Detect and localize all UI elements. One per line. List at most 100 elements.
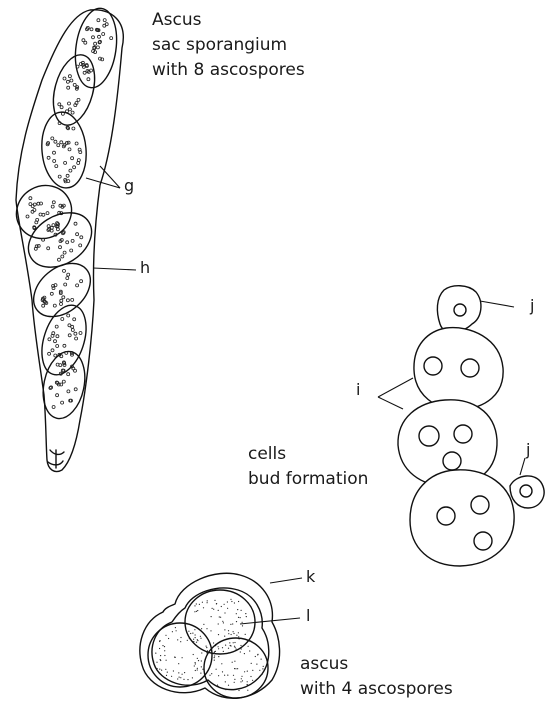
stipple-dot <box>195 637 196 638</box>
stipple-dot <box>180 637 181 638</box>
stipple-dot <box>227 675 228 676</box>
stipple-dot <box>245 613 246 614</box>
stipple-dot <box>168 638 169 639</box>
stipple-dot <box>56 335 59 338</box>
stipple-dot <box>83 71 86 74</box>
stipple-dot <box>53 151 56 154</box>
stipple-dot <box>29 203 32 206</box>
stipple-dot <box>76 233 79 236</box>
stipple-dot <box>71 111 74 114</box>
stipple-dot <box>238 601 239 602</box>
stipple-dot <box>68 108 71 111</box>
stipple-dot <box>77 159 80 162</box>
leader-j-top <box>480 301 514 307</box>
stipple-dot <box>194 665 195 666</box>
ascospore <box>71 6 122 91</box>
stipple-dot <box>167 672 168 673</box>
stipple-dot <box>184 672 185 673</box>
stipple-dot <box>177 639 178 640</box>
stipple-dot <box>174 657 175 658</box>
stipple-dot <box>210 630 211 631</box>
stipple-dot <box>195 634 196 635</box>
stipple-dot <box>261 659 262 660</box>
stipple-dot <box>162 645 163 646</box>
stipple-dot <box>72 127 75 130</box>
stipple-dot <box>199 604 200 605</box>
ascus-8-line2: sac sporangium <box>152 33 305 58</box>
stipple-dot <box>67 390 70 393</box>
stipple-dot <box>207 602 208 603</box>
stipple-dot <box>51 205 54 208</box>
bud-top <box>437 286 481 334</box>
stipple-dot <box>242 680 243 681</box>
stipple-dot <box>220 617 221 618</box>
stipple-dot <box>230 599 231 600</box>
stipple-dot <box>159 669 160 670</box>
stipple-dot <box>58 103 61 106</box>
label-g: g <box>124 176 134 195</box>
leader-l <box>240 618 300 624</box>
stipple-dot <box>241 610 242 611</box>
ascus-tip <box>48 450 64 468</box>
stipple-dot <box>160 660 161 661</box>
bud-side <box>510 476 544 508</box>
cells-title: cells bud formation <box>248 442 368 492</box>
stipple-dot <box>60 141 63 144</box>
stipple-dot <box>94 42 97 45</box>
stipple-dot <box>200 636 201 637</box>
stipple-dot <box>235 648 236 649</box>
stipple-dot <box>241 678 242 679</box>
stipple-dot <box>218 610 219 611</box>
stipple-dot <box>161 670 162 671</box>
stipple-dot <box>182 674 183 675</box>
stipple-dot <box>218 623 219 624</box>
stipple-dot <box>26 215 29 218</box>
stipple-dot <box>180 641 181 642</box>
stipple-dot <box>61 318 64 321</box>
stipple-dot <box>224 636 225 637</box>
stipple-dot <box>195 663 196 664</box>
stipple-dot <box>244 671 245 672</box>
stipple-dot <box>67 314 70 317</box>
stipple-dot <box>214 600 215 601</box>
stipple-dot <box>47 156 50 159</box>
stipple-dot <box>77 98 80 101</box>
stipple-dot <box>262 668 263 669</box>
stipple-dot <box>187 679 188 680</box>
stipple-dot <box>236 613 237 614</box>
stipple-dot <box>66 277 69 280</box>
stipple-dot <box>155 653 156 654</box>
stipple-dot <box>211 673 212 674</box>
stipple-dot <box>51 349 54 352</box>
stipple-dot <box>218 656 219 657</box>
stipple-dot <box>219 616 220 617</box>
stipple-dot <box>187 640 188 641</box>
stipple-dot <box>217 685 218 686</box>
stipple-dot <box>64 161 67 164</box>
ascospore <box>185 590 255 654</box>
stipple-dot <box>193 641 194 642</box>
stipple-dot <box>221 663 222 664</box>
stipple-dot <box>233 675 234 676</box>
stipple-dot <box>193 639 194 640</box>
stipple-dot <box>183 679 184 680</box>
stipple-dot <box>67 86 70 89</box>
stipple-dot <box>105 23 108 26</box>
stipple-dot <box>240 645 241 646</box>
label-j-bottom: j <box>526 440 530 459</box>
stipple-dot <box>203 624 204 625</box>
stipple-dot <box>197 658 198 659</box>
stipple-dot <box>233 642 234 643</box>
stipple-dot <box>71 298 74 301</box>
stipple-dot <box>166 675 167 676</box>
ascus-8-sac <box>7 6 136 472</box>
stipple-dot <box>159 648 160 649</box>
stipple-dot <box>198 660 199 661</box>
stipple-dot <box>201 660 202 661</box>
stipple-dot <box>29 197 32 200</box>
stipple-dot <box>207 650 208 651</box>
stipple-dot <box>74 332 77 335</box>
stipple-dot <box>228 648 229 649</box>
stipple-dot <box>47 247 50 250</box>
